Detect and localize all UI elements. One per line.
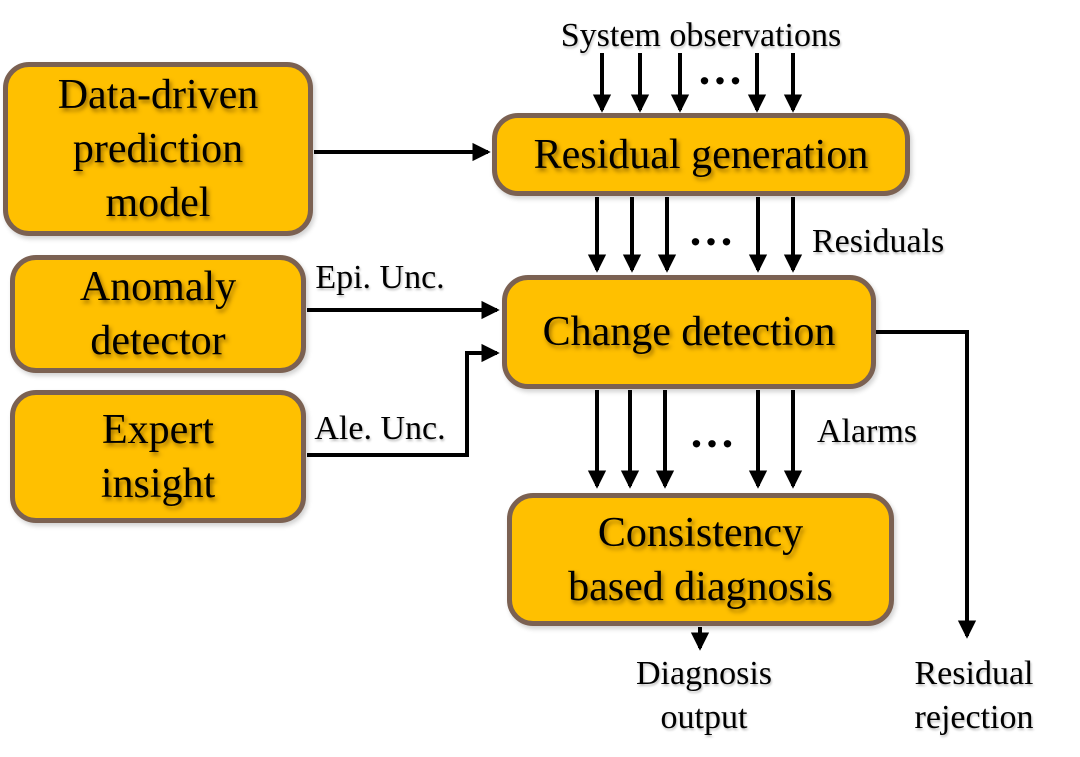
box-change-detection: Change detection [502,275,876,389]
box-anomaly-detector: Anomaly detector [10,255,306,373]
ellipsis-alarms: ... [690,406,738,457]
box-line: based diagnosis [568,563,833,610]
box-line: model [105,180,211,226]
label-line: output [660,699,748,736]
arrow-bundle-residuals [587,197,803,273]
label-line: Residual [914,655,1034,692]
label-diagnosis-output: Diagnosis output [604,652,804,740]
label-alarms: Alarms [816,413,918,450]
arrow-aleatoric-uncertainty [307,343,500,457]
box-residual-generation: Residual generation [492,113,910,196]
box-line: Anomaly [79,264,237,310]
arrow-bundle-system-observations [592,53,803,113]
box-line: Change detection [542,309,836,355]
arrow-bundle-alarms [587,390,803,489]
ellipsis-residuals: ... [689,204,737,255]
box-line: insight [100,460,216,507]
box-line: prediction [72,126,244,172]
label-system-observations: System observations [560,17,842,54]
label-line: rejection [914,699,1034,736]
box-expert-insight: Expert insight [10,390,306,523]
label-residual-rejection: Residual rejection [874,652,1074,740]
box-line: detector [90,318,226,364]
box-line: Consistency [597,509,804,556]
label-aleatoric-uncertainty: Ale. Unc. [314,410,446,447]
box-line: Expert [102,406,214,453]
arrow-residual-rejection [873,330,977,639]
box-consistency-based-diagnosis: Consistency based diagnosis [507,493,894,626]
box-line: Data-driven [57,72,259,118]
label-residuals: Residuals [812,223,945,260]
box-line: Residual generation [533,131,869,178]
ellipsis-system-observations: ... [698,43,746,94]
label-line: Diagnosis [636,655,772,692]
box-data-driven-prediction-model: Data-driven prediction model [3,62,313,236]
label-epistemic-uncertainty: Epi. Unc. [315,259,445,296]
